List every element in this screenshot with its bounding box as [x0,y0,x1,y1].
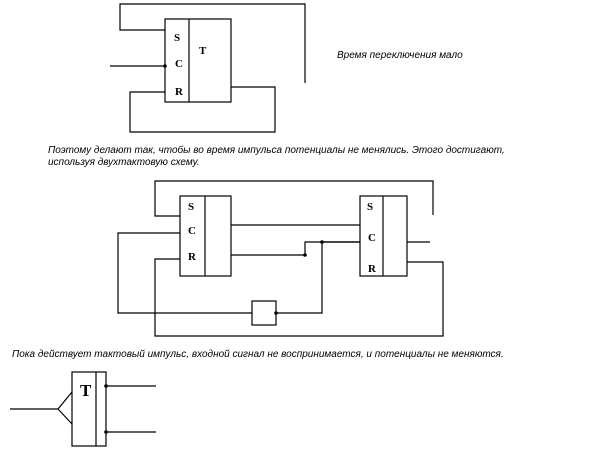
d2-slave-pin-r: R [368,263,377,275]
d3-input-fork [57,391,73,425]
d2-clock-line-wire [117,232,252,314]
d3-output-bottom-node [104,430,108,434]
d2-top-loop-wire [154,180,434,217]
diagram-1-note: Время переключения мало [337,50,463,61]
d3-output-top-node [104,384,108,388]
d2-junction-node [303,253,307,257]
d1-feedback-bottom-wire [129,86,276,133]
d2-inverter-output-wire [276,241,360,314]
d1-pin-c: C [175,58,183,70]
paragraph-2-text: Пока действует тактовый импульс, входной… [12,349,504,360]
d2-slave-clock-node [320,240,324,244]
d1-clock-node [163,64,167,68]
paragraph-1-line-2: используя двухтактовую схему. [48,157,200,168]
diagram-3-t-flip-flop: T [10,371,156,447]
d1-flip-flop-box [164,18,232,103]
d2-master-pin-c: C [188,225,196,237]
d1-feedback-top-wire [119,3,306,83]
paragraph-1-line-1: Поэтому делают так, чтобы во время импул… [48,145,505,156]
d2-master-pin-r: R [188,251,197,263]
d2-slave-feedback-wire [154,258,444,337]
diagram-1-single-flip-flop: S C R T [110,3,306,133]
d2-master-to-slave-c-wire [231,241,360,256]
d3-flip-flop-box [71,371,107,447]
d2-inverter-box [251,300,277,326]
d2-slave-pin-c: C [368,232,376,244]
d2-master-pin-s: S [188,201,194,213]
d1-pin-t: T [199,45,207,57]
d1-pin-r: R [175,86,184,98]
d3-pin-t: T [80,381,92,400]
d2-inverter-output-node [274,311,278,315]
d2-slave-pin-s: S [367,201,373,213]
d1-pin-s: S [174,32,180,44]
diagram-2-two-stage-circuit: S C R S C R [117,180,444,337]
